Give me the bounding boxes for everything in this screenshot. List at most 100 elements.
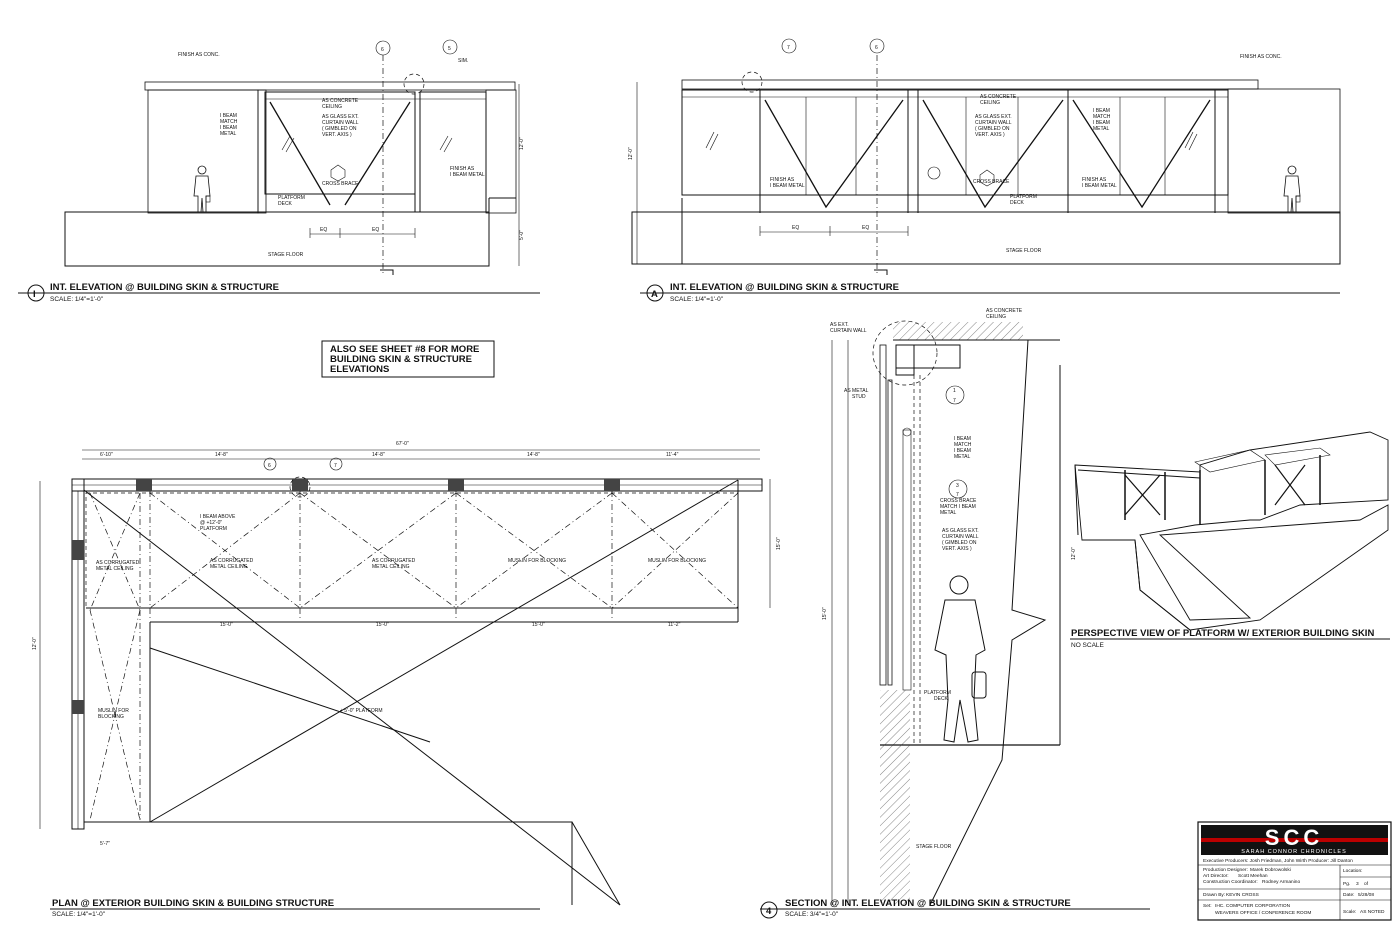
label-muslin: MUSLIN FOR: [98, 708, 129, 714]
label-sim: SIM.: [458, 58, 468, 64]
label-stage-floor: STAGE FLOOR: [1006, 248, 1042, 254]
view-marker: I: [33, 289, 36, 300]
label-as-concrete: AS CONCRETE: [986, 308, 1023, 314]
pd-name: Marek Dobrowolski: [1250, 867, 1291, 873]
label-match: MATCH: [220, 119, 238, 125]
label-blocking: BLOCKING: [98, 714, 124, 720]
date-label: Date:: [1343, 892, 1354, 898]
label-platform-elev: @ +12'-0": [200, 520, 222, 526]
label-vert-axis: VERT. AXIS ): [975, 132, 1005, 138]
view-title-plan: PLAN @ EXTERIOR BUILDING SKIN & BUILDING…: [52, 898, 334, 909]
callout-number: 6: [381, 47, 384, 53]
set-line2: WEAVERS OFFICE / CONFERENCE ROOM: [1215, 910, 1311, 916]
label-ibeam: I BEAM: [954, 448, 971, 454]
callout-number: 6: [268, 463, 271, 469]
label-muslin: MUSLIN FOR BLOCKING: [508, 558, 566, 564]
label-gimbled: ( GIMBLED ON: [322, 126, 357, 132]
dim-segment: 5'-7": [100, 841, 110, 847]
scc-logo-sub: SARAH CONNOR CHRONICLES: [1241, 849, 1347, 855]
view-scale: SCALE: 1/4"=1'-0": [670, 296, 724, 303]
label-metal-ceiling: METAL CEILING: [372, 564, 410, 570]
label-corrugated: AS CORRUGATED: [372, 558, 416, 564]
cc-name: Rodney Armanino: [1262, 879, 1300, 885]
person-figure: [934, 575, 987, 743]
callout-number: 7: [953, 398, 956, 404]
perspective-view: PERSPECTIVE VIEW OF PLATFORM W/ EXTERIOR…: [1070, 431, 1390, 649]
label-match-beam: MATCH I BEAM: [940, 504, 976, 510]
dim-height: 12'-0": [32, 637, 38, 650]
label-corrugated: AS CORRUGATED: [210, 558, 254, 564]
label-ibeam: I BEAM: [954, 436, 971, 442]
label-ibeam: I BEAM: [1093, 108, 1110, 114]
callout-number: 7: [334, 463, 337, 469]
label-deck: DECK: [278, 201, 293, 207]
dim-height: 15'-0": [776, 537, 782, 550]
view-marker: 4: [766, 906, 772, 917]
label-vert-axis: VERT. AXIS ): [322, 132, 352, 138]
scc-logo: SCC: [1265, 825, 1323, 850]
label-metal: METAL: [954, 454, 971, 460]
view-title-elev-i: INT. ELEVATION @ BUILDING SKIN & STRUCTU…: [50, 282, 279, 293]
label-as-glass: AS GLASS EXT.: [942, 528, 979, 534]
dim-eq: EQ: [372, 227, 379, 233]
note-line: BUILDING SKIN & STRUCTURE: [330, 354, 472, 365]
view-title-section: SECTION @ INT. ELEVATION @ BUILDING SKIN…: [785, 898, 1071, 909]
label-finish-conc: FINISH AS CONC.: [178, 52, 220, 58]
scale-label: Scale:: [1343, 909, 1356, 915]
label-as-glass: AS GLASS EXT.: [975, 114, 1012, 120]
dim-eq: EQ: [792, 225, 799, 231]
view-marker: A: [651, 289, 658, 300]
drawn-name: KEVIN CROSS: [1226, 892, 1259, 898]
note-line: ELEVATIONS: [330, 364, 389, 375]
label-curtain-wall: CURTAIN WALL: [942, 534, 979, 540]
label-deck: DECK: [1010, 200, 1025, 206]
label-vert-axis: VERT. AXIS ): [942, 546, 972, 552]
label-match: MATCH: [1093, 114, 1111, 120]
dim-height: 15'-0": [822, 607, 828, 620]
label-ceiling: CEILING: [322, 104, 342, 110]
dim-segment: 15'-0": [376, 622, 389, 628]
pg-label: Pg.: [1343, 881, 1350, 887]
set-label: Set:: [1203, 903, 1212, 909]
label-stage-floor: STAGE FLOOR: [268, 252, 304, 258]
ad-label: Art Director:: [1203, 873, 1229, 879]
ad-name: Scott Meehan: [1238, 873, 1268, 879]
view-scale: SCALE: 3/4"=1'-0": [785, 911, 839, 918]
dim-segment: 14'-8": [527, 452, 540, 458]
dim-segment: 15'-0": [532, 622, 545, 628]
callout-number: 1: [953, 388, 956, 394]
label-curtain-wall: CURTAIN WALL: [830, 328, 867, 334]
label-ibeam: I BEAM: [220, 113, 237, 119]
date-value: 5/28/08: [1358, 892, 1374, 898]
dim-height: 5'-0": [519, 230, 525, 240]
label-platform: PLATFORM: [278, 195, 305, 201]
dim-eq: EQ: [320, 227, 327, 233]
label-muslin: MUSLIN FOR BLOCKING: [648, 558, 706, 564]
label-cross-brace: CROSS BRACE: [973, 179, 1010, 185]
view-title-perspective: PERSPECTIVE VIEW OF PLATFORM W/ EXTERIOR…: [1071, 628, 1374, 639]
dim-segment: 11'-4": [666, 452, 679, 458]
label-stud: STUD: [852, 394, 866, 400]
label-deck: DECK: [934, 696, 949, 702]
label-as-glass: AS GLASS EXT.: [322, 114, 359, 120]
pg-number: 3: [1356, 881, 1359, 887]
dim-segment: 14'-8": [215, 452, 228, 458]
callout-number: 3: [956, 483, 959, 489]
label-metal: METAL: [220, 131, 237, 137]
note-box: ALSO SEE SHEET #8 FOR MORE BUILDING SKIN…: [321, 340, 495, 378]
label-finish-as: FINISH AS: [1082, 177, 1107, 183]
view-scale: SCALE: 1/4"=1'-0": [52, 911, 106, 918]
dim-height: 12'-0": [628, 147, 634, 160]
drawn-label: Drawn By:: [1203, 892, 1225, 898]
elevation-a: FINISH AS CONC. I BEAM MATCH I BEAM META…: [628, 38, 1341, 303]
label-as-concrete: AS CONCRETE: [322, 98, 359, 104]
dim-segment: 6'-10": [100, 452, 113, 458]
label-finish-as: FINISH AS: [450, 166, 475, 172]
label-metal: METAL: [1093, 126, 1110, 132]
label-beam-metal: I BEAM METAL: [770, 183, 805, 189]
label-finish-as: FINISH AS: [770, 177, 795, 183]
label-beam-above: I BEAM ABOVE: [200, 514, 236, 520]
dim-height: 12'-0": [1071, 547, 1077, 560]
label-ibeam: I BEAM: [220, 125, 237, 131]
